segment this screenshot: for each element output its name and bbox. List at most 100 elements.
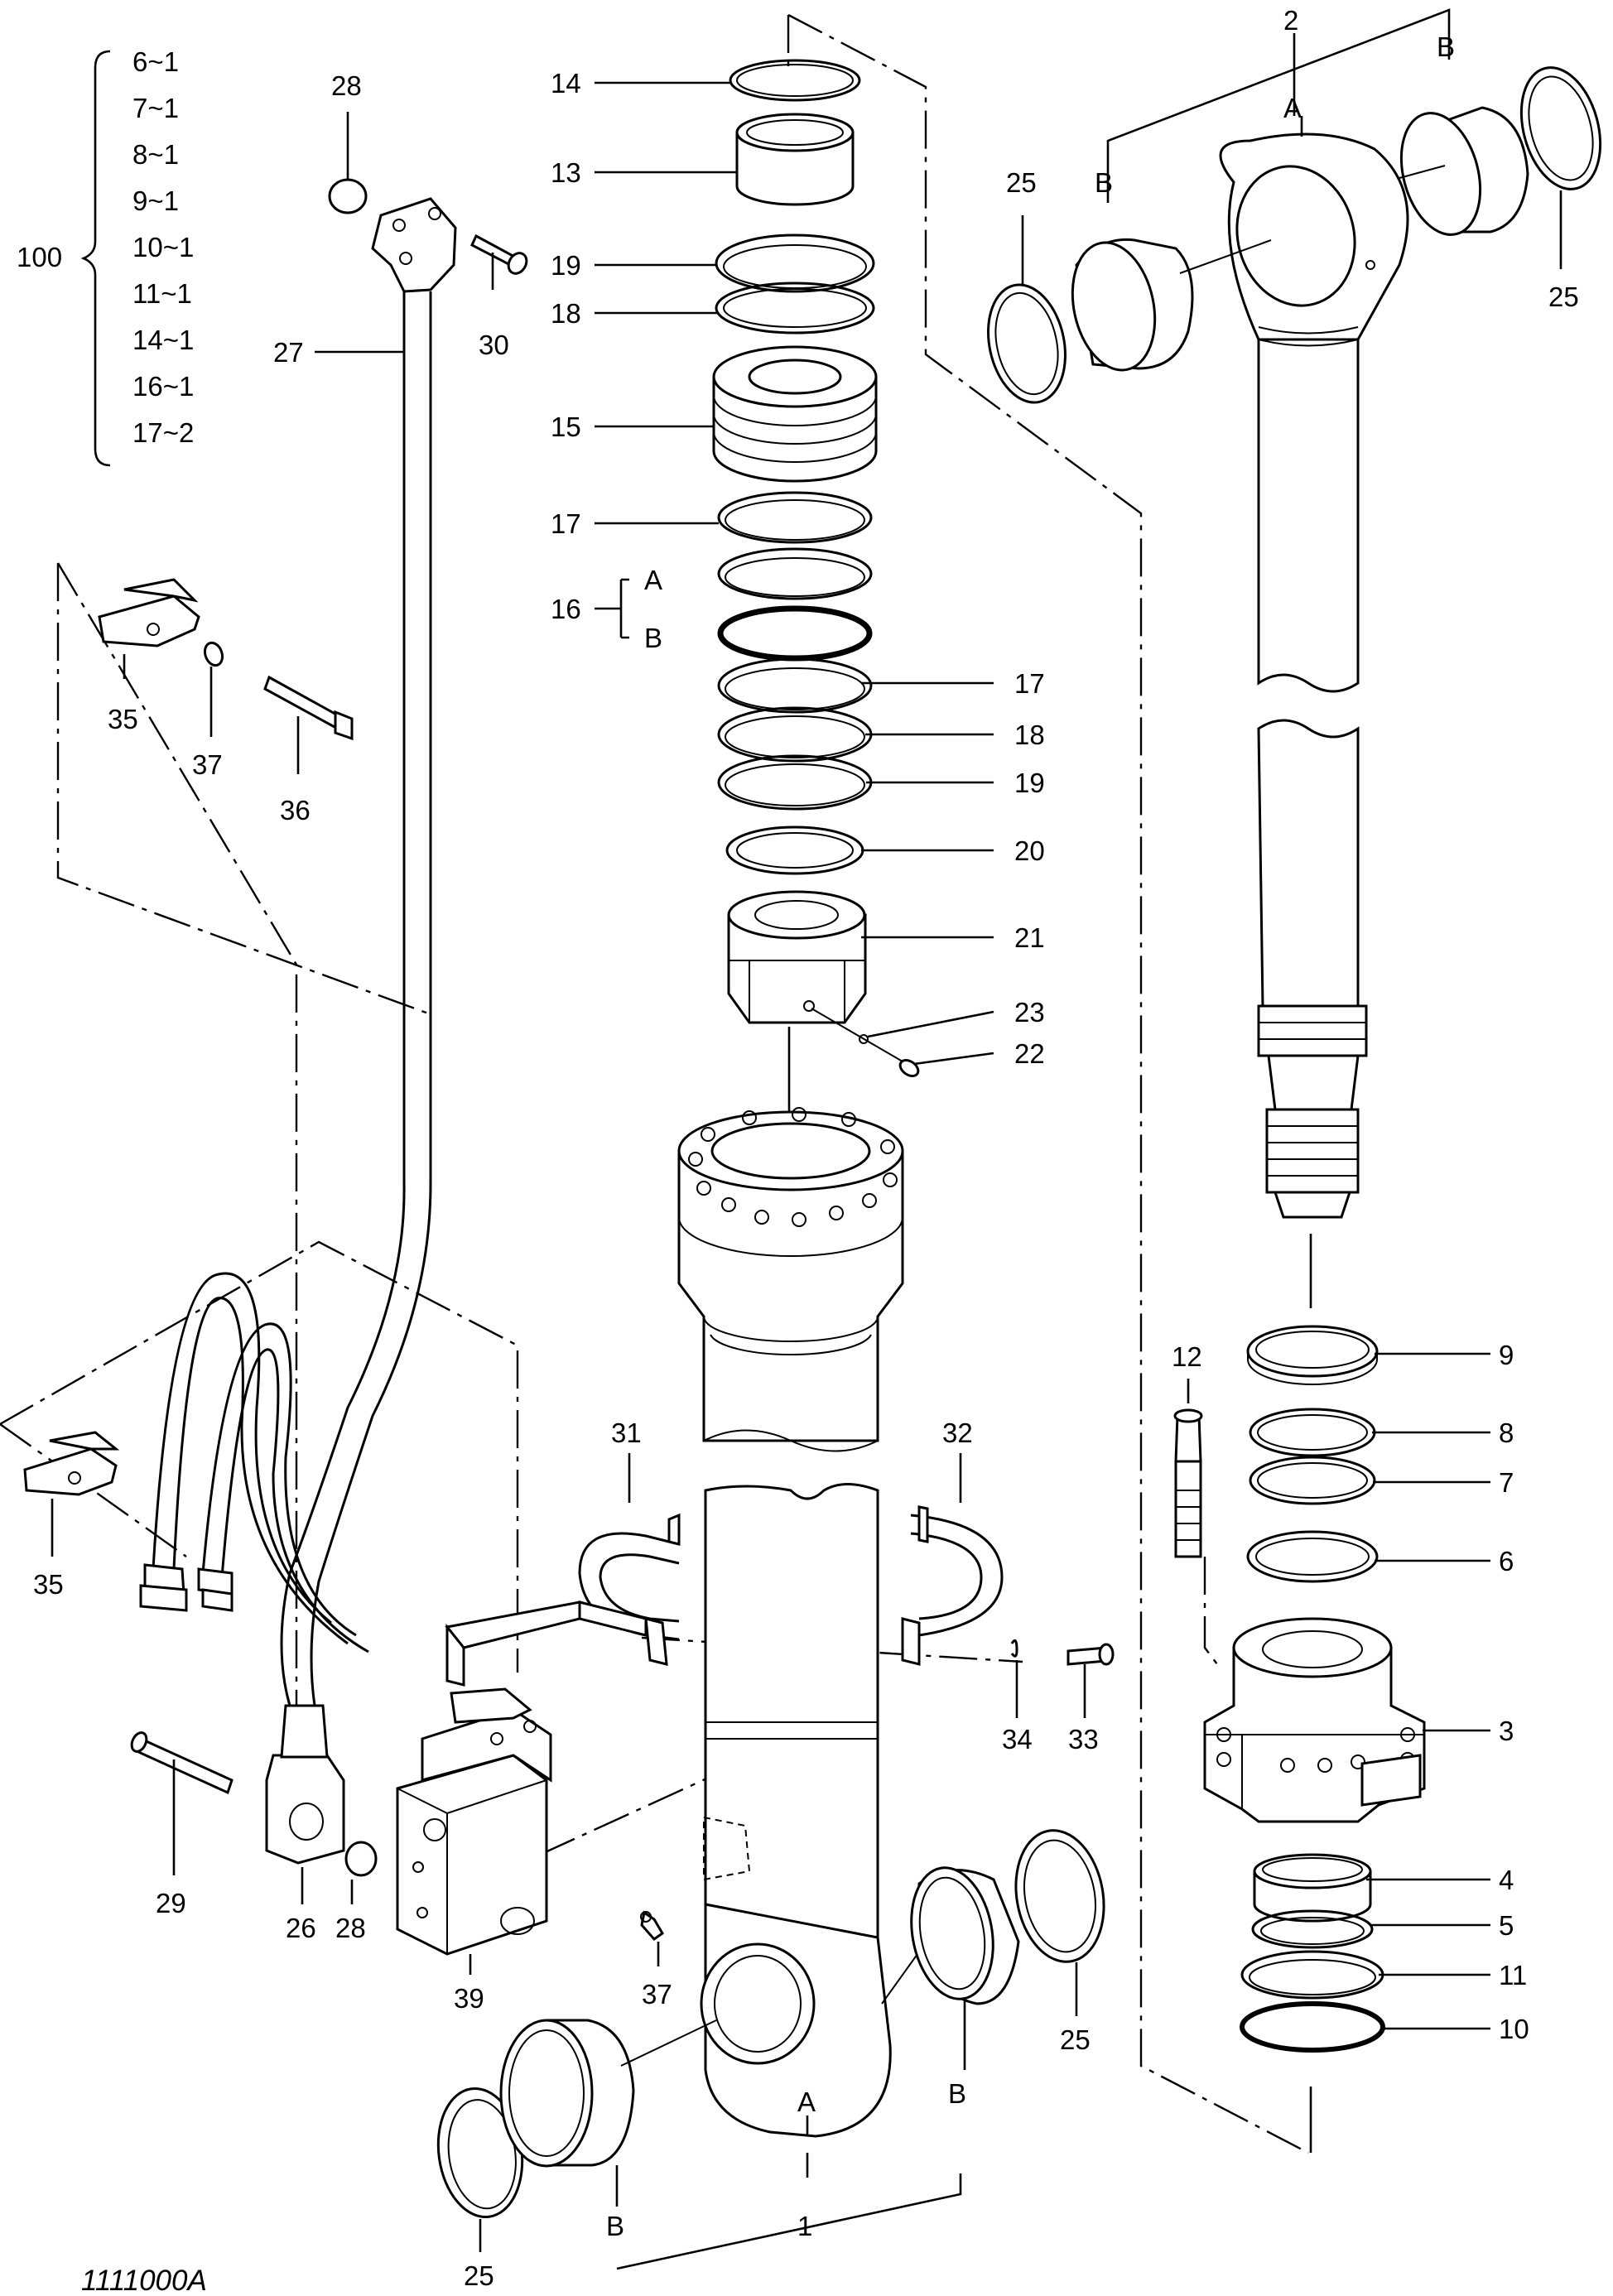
- bolt-12: [1173, 1408, 1203, 1558]
- packing-15: [712, 345, 878, 483]
- kit-item: 7~1: [132, 93, 179, 123]
- callout-12: 12: [1172, 1341, 1202, 1372]
- callout-4: 4: [1499, 1865, 1514, 1895]
- callout-39: 39: [454, 1983, 484, 2014]
- callout-33: 33: [1068, 1724, 1099, 1754]
- callout-8: 8: [1499, 1418, 1514, 1448]
- clamp-31: [445, 1513, 681, 1687]
- callout-17: 17: [1014, 668, 1045, 699]
- oring-16b: [717, 605, 873, 662]
- bracket-35-upper: [98, 578, 200, 647]
- callout-18: 18: [551, 298, 581, 329]
- callout-35: 35: [33, 1569, 64, 1600]
- bushing-13: [735, 113, 855, 206]
- wear-ring-14: [729, 59, 861, 102]
- letter-a: A: [1283, 93, 1302, 123]
- clamp-32: [901, 1505, 1004, 1666]
- ring-17-upper: [717, 491, 873, 544]
- nut-21: [727, 890, 867, 1024]
- callout-28: 28: [331, 70, 362, 101]
- seal-25-lower-right: [1014, 1829, 1105, 1963]
- oring-28-bottom: [344, 1841, 378, 1877]
- shim-20: [725, 826, 864, 875]
- bushing-b-upper-left: [1071, 238, 1194, 372]
- ball-23: [859, 1034, 869, 1044]
- kit-item: 6~1: [132, 46, 179, 77]
- leader-lines: [51, 81, 1562, 2252]
- callout-17: 17: [551, 508, 581, 539]
- ring-6: [1246, 1530, 1379, 1583]
- ab-brackets: [616, 8, 1451, 2270]
- ring-19-lower: [717, 754, 873, 811]
- oring-10: [1240, 2001, 1385, 2053]
- callout-37: 37: [642, 1979, 672, 2010]
- callout-labels: 14 13 19 18 15 17 16 A B 17 18 19 20 21 …: [33, 5, 1579, 2291]
- callout-11: 11: [1499, 1960, 1527, 1990]
- valve-39: [396, 1687, 552, 1956]
- letter-a: A: [644, 565, 662, 595]
- piston-rod-eye: [1219, 132, 1409, 1308]
- ring-17-lower: [717, 657, 873, 714]
- callout-31: 31: [611, 1418, 642, 1448]
- callout-20: 20: [1014, 835, 1045, 866]
- bolt-29: [130, 1731, 234, 1795]
- bolt-33: [1067, 1643, 1115, 1666]
- callout-5: 5: [1499, 1910, 1514, 1941]
- callout-25: 25: [1006, 167, 1037, 198]
- kit-brace: [80, 50, 111, 467]
- kit-item: 9~1: [132, 185, 179, 216]
- callout-34: 34: [1002, 1724, 1033, 1754]
- letter-a: A: [797, 2087, 816, 2117]
- callout-19: 19: [551, 250, 581, 281]
- callout-2: 2: [1283, 5, 1298, 36]
- kit-item: 11~1: [132, 278, 192, 309]
- bracket-35-lower: [23, 1431, 120, 1496]
- oring-28-top: [328, 178, 368, 214]
- figure-id: 1111000A: [81, 2265, 207, 2296]
- bushing-4: [1253, 1853, 1372, 1923]
- elbow-flange-30: [371, 197, 457, 293]
- callout-9: 9: [1499, 1340, 1514, 1370]
- washer-37: [203, 641, 224, 667]
- bushing-b-lower-left: [499, 2019, 635, 2168]
- ring-18-upper: [715, 282, 875, 335]
- callout-25: 25: [1548, 282, 1579, 312]
- callout-7: 7: [1499, 1467, 1514, 1498]
- bolt-30: [470, 233, 528, 275]
- kit-item: 8~1: [132, 139, 179, 170]
- kit-list: 100 6~1 7~1 8~1 9~1 10~1 11~1 14~1 16~1 …: [17, 46, 194, 467]
- callout-21: 21: [1014, 922, 1045, 953]
- letter-b: B: [1437, 31, 1455, 62]
- ring-8: [1249, 1408, 1376, 1457]
- callout-28: 28: [335, 1913, 366, 1943]
- callout-27: 27: [273, 337, 304, 368]
- set-screw-22: [898, 1058, 920, 1078]
- kit-item: 17~2: [132, 417, 194, 448]
- kit-item: 16~1: [132, 371, 194, 402]
- pipe-27: [280, 291, 432, 1706]
- callout-37: 37: [192, 749, 223, 780]
- seal-25-upper-left: [987, 283, 1067, 404]
- letter-b: B: [606, 2211, 624, 2241]
- flange-bolt-holes: [688, 1107, 898, 1227]
- callout-32: 32: [942, 1418, 973, 1448]
- callout-10: 10: [1499, 2014, 1529, 2044]
- callout-25: 25: [464, 2260, 494, 2291]
- callout-16: 16: [551, 594, 581, 624]
- callout-6: 6: [1499, 1546, 1514, 1576]
- callout-22: 22: [1014, 1038, 1045, 1069]
- ring-18-lower: [717, 706, 873, 763]
- kit-item: 10~1: [132, 232, 194, 262]
- callout-29: 29: [156, 1888, 186, 1918]
- cylinder-tube: [677, 1107, 904, 2138]
- callout-26: 26: [286, 1913, 316, 1943]
- callout-25: 25: [1060, 2024, 1091, 2055]
- callout-3: 3: [1499, 1716, 1514, 1746]
- seal-25-upper-right: [1519, 66, 1602, 190]
- ring-5: [1251, 1909, 1374, 1949]
- bolt-36: [263, 675, 354, 741]
- letter-b: B: [644, 623, 662, 653]
- ring-9: [1246, 1325, 1379, 1385]
- callout-19: 19: [1014, 768, 1045, 798]
